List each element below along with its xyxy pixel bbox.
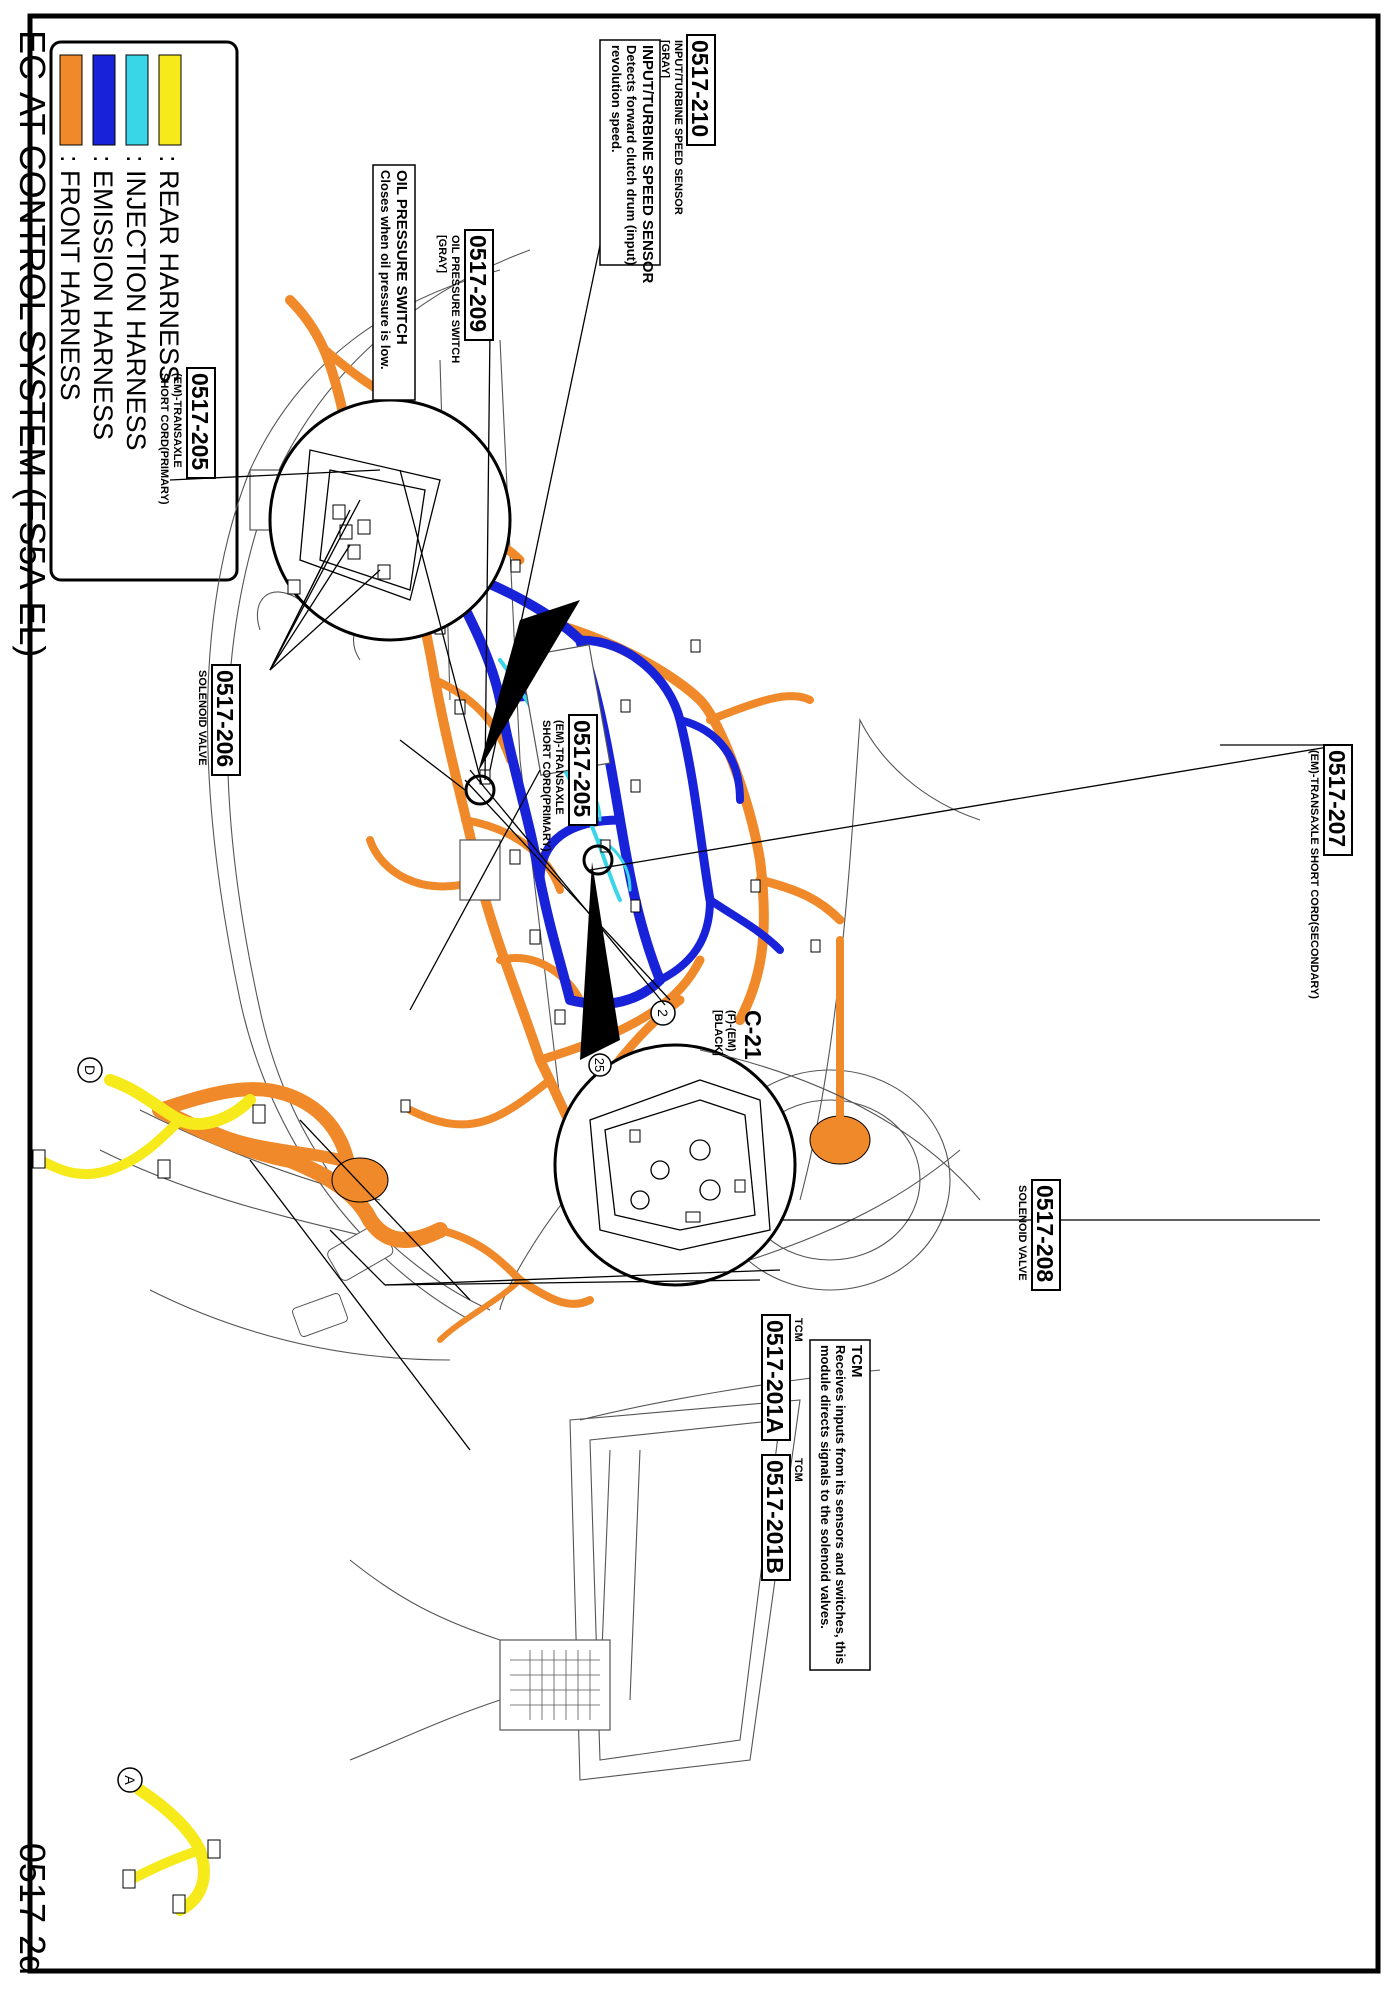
legend-swatch-injection	[125, 54, 149, 146]
cabin-grommet	[331, 1157, 389, 1203]
connector-0517-208-line1: SOLENOID VALVE	[1016, 1185, 1028, 1281]
marker-25	[588, 1053, 612, 1077]
note-tcm-heading: TCM	[848, 1345, 865, 1378]
connector-c-21-line2: [BLACK]	[712, 1010, 724, 1056]
junction-circle-207	[582, 844, 614, 876]
cabin-outline	[99, 1049, 981, 1781]
connector-c-21[interactable]: C-21 (F)-(EM) [BLACK]	[712, 1010, 766, 1060]
connector-0517-206-code: 0517-206	[212, 670, 238, 767]
inset-solenoid-body: 25	[553, 862, 797, 1287]
note-turbine-heading: INPUT/TURBINE SPEED SENSOR	[639, 45, 656, 284]
connector-0517-210[interactable]: 0517-210 INPUT/TURBINE SPEED SENSOR [GRA…	[659, 34, 716, 215]
connector-0517-210-code: 0517-210	[687, 40, 713, 137]
connector-0517-207-code: 0517-207	[1324, 750, 1350, 847]
note-tcm-line2: module directs signals to the solenoid v…	[818, 1345, 833, 1629]
connector-0517-201a[interactable]: TCM 0517-201A	[761, 1314, 804, 1441]
connector-0517-201b-code: 0517-201B	[762, 1460, 788, 1574]
connector-0517-206-box	[211, 664, 241, 776]
connector-0517-201a-box	[761, 1314, 791, 1441]
marker-a: A	[117, 1767, 143, 1793]
leader-lines	[169, 149, 1341, 1451]
connector-0517-205-bay-line2: SHORT CORD(PRIMARY)	[540, 720, 552, 852]
connector-0517-205-bay-code: 0517-205	[569, 720, 595, 817]
connector-0517-209-box	[464, 229, 494, 341]
connector-0517-205-bay-box	[568, 714, 598, 826]
connector-0517-208-code: 0517-208	[1032, 1185, 1058, 1282]
connector-0517-201b-line1: TCM	[792, 1458, 804, 1482]
note-oil-heading: OIL PRESSURE SWITCH	[393, 170, 410, 345]
inset-circle-primary	[268, 398, 512, 642]
connector-0517-201b[interactable]: TCM 0517-201B	[761, 1454, 804, 1581]
legend-item-emission: : EMISSION HARNESS	[88, 54, 118, 440]
legend-swatch-front	[59, 54, 83, 146]
connector-0517-201a-line1: TCM	[792, 1318, 804, 1342]
connector-0517-208-box	[1031, 1179, 1061, 1291]
note-turbine-sensor: INPUT/TURBINE SPEED SENSOR Detects forwa…	[599, 39, 661, 284]
inset-circle-solenoid	[553, 1043, 797, 1287]
legend-swatch-emission	[92, 54, 116, 146]
page-frame	[27, 13, 1381, 1974]
connector-0517-205-inset-line1: (EM)-TRANSAXLE	[171, 373, 183, 468]
tcm-module	[499, 1639, 611, 1731]
connector-c-21-code: C-21	[740, 1010, 766, 1060]
connector-0517-207-box	[1323, 744, 1353, 856]
connector-0517-209-line2: [GRAY]	[436, 235, 448, 273]
connector-0517-210-line1: INPUT/TURBINE SPEED SENSOR	[672, 40, 684, 215]
legend-label-emission: : EMISSION HARNESS	[88, 155, 118, 440]
connector-0517-205-inset-line2: SHORT CORD(PRIMARY)	[158, 373, 170, 505]
marker-25-label: 25	[592, 1058, 607, 1072]
legend-item-front: : FRONT HARNESS	[55, 54, 85, 401]
legend: : FRONT HARNESS : EMISSION HARNESS : INJ…	[49, 40, 239, 582]
connector-0517-201b-box	[761, 1454, 791, 1581]
rear-harness	[35, 1074, 256, 1916]
connector-0517-205-bay[interactable]: 0517-205 (EM)-TRANSAXLE SHORT CORD(PRIMA…	[540, 714, 598, 852]
page-title: EC-AT CONTROL SYSTEM (FS5A-EL)	[12, 30, 53, 657]
connector-0517-207[interactable]: 0517-207 (EM)-TRANSAXLE SHORT CORD(SECON…	[1308, 744, 1353, 999]
inset-pointer-primary	[478, 600, 580, 772]
legend-item-injection: : INJECTION HARNESS	[121, 54, 151, 451]
marker-2-label: 2	[655, 1009, 671, 1017]
note-turbine-line2: revolution speed.	[609, 45, 624, 153]
connector-0517-208[interactable]: 0517-208 SOLENOID VALVE	[1016, 1179, 1061, 1291]
connector-0517-205-inset-code: 0517-205	[187, 373, 213, 470]
marker-d: D	[77, 1057, 103, 1083]
legend-label-front: : FRONT HARNESS	[55, 155, 85, 401]
connector-0517-207-line1: (EM)-TRANSAXLE SHORT CORD(SECONDARY)	[1308, 750, 1320, 999]
accel-pedal	[292, 1292, 348, 1338]
connector-0517-209[interactable]: 0517-209 OIL PRESSURE SWITCH [GRAY]	[436, 229, 494, 363]
connector-0517-206[interactable]: 0517-206 SOLENOID VALVE	[196, 664, 241, 776]
marker-2: 2	[650, 1000, 676, 1026]
connector-0517-205-inset[interactable]: 0517-205 (EM)-TRANSAXLE SHORT CORD(PRIMA…	[158, 367, 216, 505]
marker-a-label: A	[122, 1775, 138, 1785]
inset-pointer-secondary	[580, 862, 620, 1060]
legend-label-rear: : REAR HARNESS	[154, 155, 184, 383]
connector-0517-210-line2: [GRAY]	[659, 40, 671, 78]
connector-0517-201a-code: 0517-201A	[762, 1320, 788, 1434]
connector-0517-209-code: 0517-209	[465, 235, 491, 332]
note-oil-line1: Closes when oil pressure is low.	[378, 170, 393, 370]
note-tcm-line1: Receives inputs from its sensors and swi…	[833, 1345, 848, 1664]
legend-label-injection: : INJECTION HARNESS	[121, 155, 151, 451]
note-tcm: TCM Receives inputs from its sensors and…	[809, 1339, 871, 1671]
connector-0517-209-line1: OIL PRESSURE SWITCH	[449, 235, 461, 363]
note-turbine-line1: Detects forward clutch drum (input)	[624, 45, 639, 265]
rear-harness-connectors	[32, 1104, 266, 1914]
connector-0517-206-line1: SOLENOID VALVE	[196, 670, 208, 766]
note-oil-switch: OIL PRESSURE SWITCH Closes when oil pres…	[372, 164, 416, 401]
connector-0517-205-bay-line1: (EM)-TRANSAXLE	[553, 720, 565, 815]
connector-0517-205-inset-box	[186, 367, 216, 479]
page-code: 0517-2d	[12, 1843, 53, 1975]
connector-c-21-line1: (F)-(EM)	[725, 1010, 737, 1052]
marker-d-label: D	[82, 1065, 98, 1075]
connector-0517-210-box	[686, 34, 716, 146]
inset-transaxle-primary	[268, 398, 580, 772]
legend-item-rear: : REAR HARNESS	[154, 54, 184, 383]
cabin-front-harness	[152, 1082, 594, 1343]
legend-swatch-rear	[158, 54, 182, 146]
